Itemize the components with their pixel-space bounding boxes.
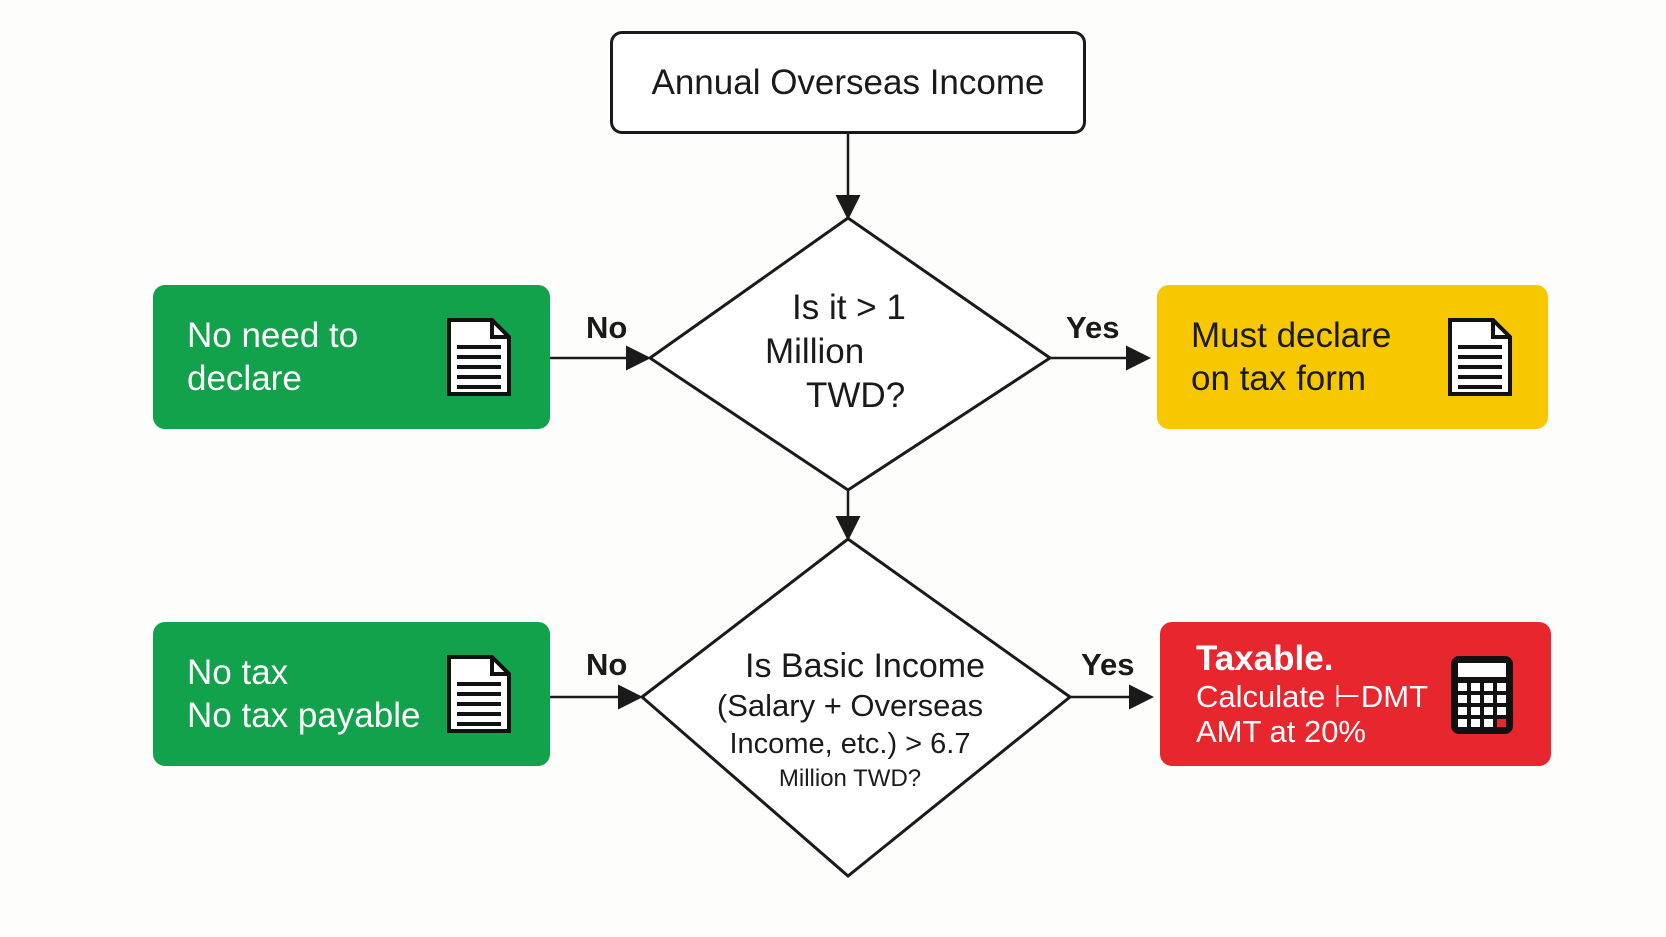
- decision2-line1: Is Basic Income: [745, 647, 985, 685]
- decision2-diamond: [639, 537, 1073, 878]
- edge-label-yes-1: Yes: [1066, 310, 1120, 345]
- decision1-text: Is it > 1 Million TWD?: [740, 286, 960, 418]
- decision1-line2: Million: [765, 332, 865, 371]
- decision1-line1: Is it > 1: [792, 288, 906, 327]
- document-icon: [1448, 318, 1512, 396]
- start-box: Annual Overseas Income: [610, 31, 1086, 134]
- no-need-label: No need to declare: [187, 316, 359, 398]
- result-must-declare: Must declare on tax form: [1157, 285, 1548, 429]
- decision1-line3: TWD?: [806, 376, 906, 415]
- result-no-tax: No tax No tax payable: [153, 622, 550, 766]
- edge-label-no-1: No: [586, 310, 628, 345]
- decision2-line3: Income, etc.) > 6.7: [729, 728, 971, 760]
- result-no-need-to-declare: No need to declare: [153, 285, 550, 429]
- edge-label-yes-2: Yes: [1081, 647, 1135, 682]
- document-icon: [447, 655, 511, 733]
- no-tax-label: No tax No tax payable: [187, 653, 421, 735]
- decision2-line2: (Salary + Overseas: [716, 688, 984, 723]
- must-declare-label: Must declare on tax form: [1191, 316, 1392, 398]
- taxable-body: Calculate ⊢DMT AMT at 20%: [1196, 679, 1429, 749]
- document-icon: [447, 318, 511, 396]
- calculator-icon: [1451, 656, 1513, 734]
- taxable-title: Taxable.: [1196, 639, 1334, 678]
- edge-label-no-2: No: [586, 647, 628, 682]
- result-taxable: Taxable. Calculate ⊢DMT AMT at 20%: [1160, 622, 1551, 766]
- start-label: Annual Overseas Income: [651, 62, 1045, 102]
- decision2-text: Is Basic Income (Salary + Overseas Incom…: [680, 646, 1020, 796]
- decision2-line4: Million TWD?: [778, 765, 922, 792]
